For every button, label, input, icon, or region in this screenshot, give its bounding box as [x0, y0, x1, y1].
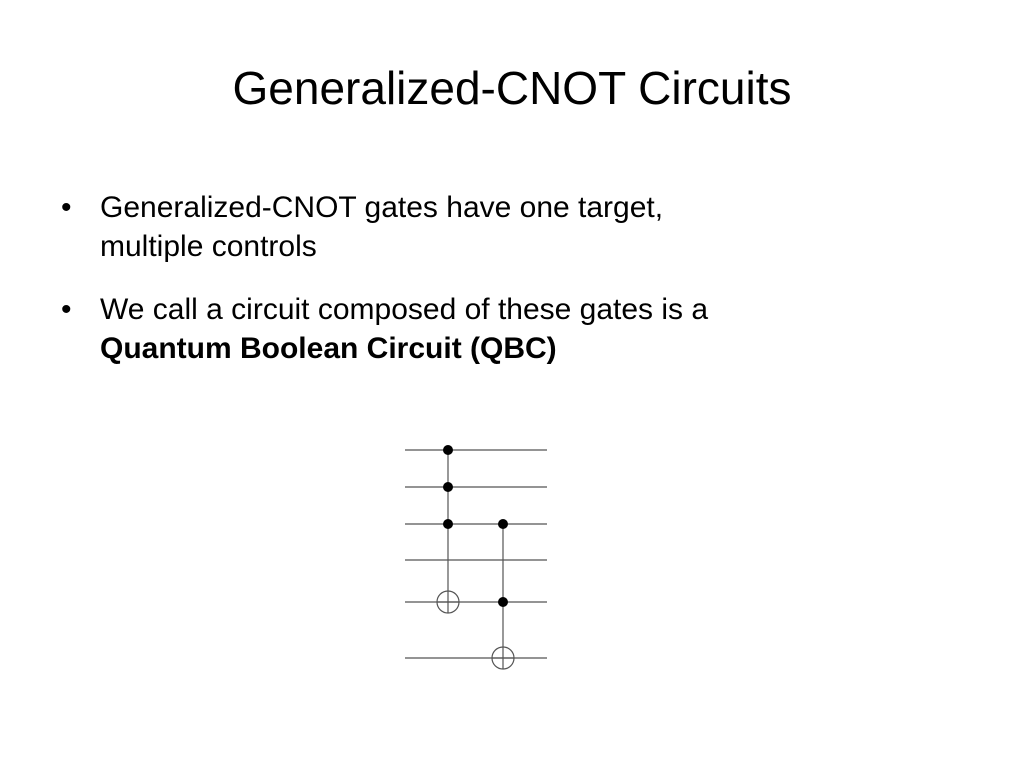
control-dot [443, 445, 453, 455]
bullet-1-line-1: Generalized-CNOT gates have one target, [100, 191, 664, 224]
bullet-icon: • [61, 191, 72, 224]
control-dot [498, 519, 508, 529]
bullet-list: • Generalized-CNOT gates have one target… [58, 188, 958, 392]
bullet-2-line-2-bold: Quantum Boolean Circuit (QBC) [100, 332, 557, 365]
control-dot [443, 519, 453, 529]
quantum-circuit-diagram [405, 445, 547, 670]
control-dot [498, 597, 508, 607]
bullet-item-2: • We call a circuit composed of these ga… [58, 290, 958, 368]
slide-title: Generalized-CNOT Circuits [232, 62, 792, 114]
bullet-2-line-1: We call a circuit composed of these gate… [100, 293, 709, 326]
bullet-icon: • [61, 293, 72, 326]
control-dot [443, 482, 453, 492]
bullet-1-line-2: multiple controls [100, 230, 317, 263]
bullet-item-1: • Generalized-CNOT gates have one target… [58, 188, 958, 266]
